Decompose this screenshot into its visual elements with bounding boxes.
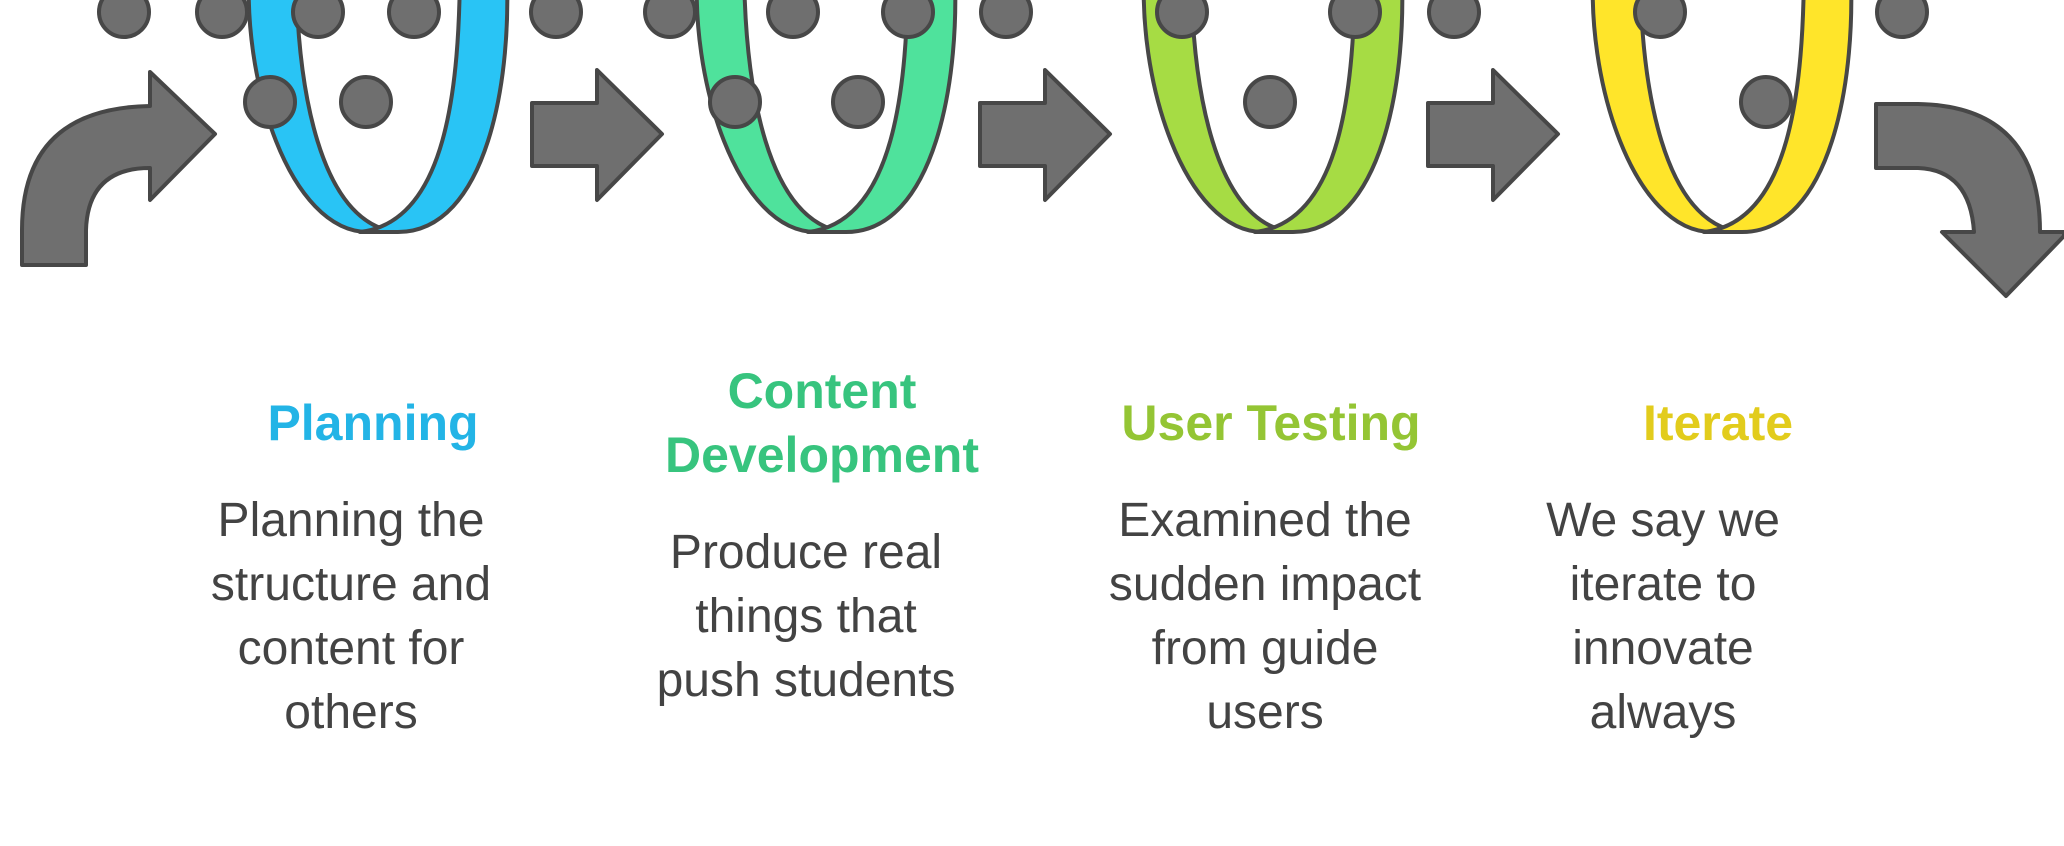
stage-loop-2 [694, 0, 958, 234]
decorative-dot [387, 0, 441, 39]
loop-front-band [1253, 0, 1405, 234]
decorative-dot [243, 75, 297, 129]
decorative-dot [1155, 0, 1209, 39]
stage-title: Development [665, 427, 979, 483]
decorative-dot [1427, 0, 1481, 39]
connector-arrow-3 [1426, 68, 1560, 202]
stage-description-line: iterate to [1570, 558, 1757, 611]
decorative-dot [643, 0, 697, 39]
stage-label-4: Iterate We say we iterate to innovate always [1546, 395, 1793, 739]
stage-loop-3 [1141, 0, 1405, 234]
stage-description-line: always [1590, 686, 1737, 739]
decorative-dot [529, 0, 583, 39]
decorative-dot [1633, 0, 1687, 39]
decorative-dot [339, 75, 393, 129]
decorative-dot [1875, 0, 1929, 39]
stage-description-line: from guide [1152, 622, 1379, 675]
stage-title: User Testing [1121, 395, 1420, 451]
stage-description-line: things that [695, 590, 916, 643]
connector-arrow-1 [530, 68, 664, 202]
stage-loop-4 [1590, 0, 1854, 234]
flow-arrows [20, 68, 2064, 298]
stage-loops [97, 0, 1929, 234]
decorative-dot [195, 0, 249, 39]
stage-description-line: Produce real [670, 526, 942, 579]
stage-title: Iterate [1643, 395, 1793, 451]
decorative-dot [97, 0, 151, 39]
end-curved-arrow [1874, 102, 2064, 298]
stage-description-line: Planning the [218, 494, 485, 547]
decorative-dot [979, 0, 1033, 39]
stage-description-line: Examined the [1118, 494, 1412, 547]
decorative-dot [1243, 75, 1297, 129]
stage-title: Planning [267, 395, 478, 451]
decorative-dot [1328, 0, 1382, 39]
loop-front-band [1702, 0, 1854, 234]
stage-description-line: push students [657, 654, 956, 707]
decorative-dot [1739, 75, 1793, 129]
stage-description-line: We say we [1546, 494, 1780, 547]
decorative-dot [766, 0, 820, 39]
stage-title: Content [728, 363, 917, 419]
decorative-dot [831, 75, 885, 129]
stage-description-line: innovate [1572, 622, 1753, 675]
decorative-dot [708, 75, 762, 129]
stage-description-line: structure and [211, 558, 491, 611]
decorative-dot [881, 0, 935, 39]
stage-description-line: content for [238, 622, 465, 675]
stage-description-line: others [284, 686, 417, 739]
stage-description-line: sudden impact [1109, 558, 1421, 611]
decorative-dot [291, 0, 345, 39]
stage-description-line: users [1206, 686, 1323, 739]
loop-front-band [358, 0, 510, 234]
loop-front-band [806, 0, 958, 234]
start-curved-arrow [20, 70, 217, 267]
connector-arrow-2 [978, 68, 1112, 202]
decorative-dots [97, 0, 1929, 129]
